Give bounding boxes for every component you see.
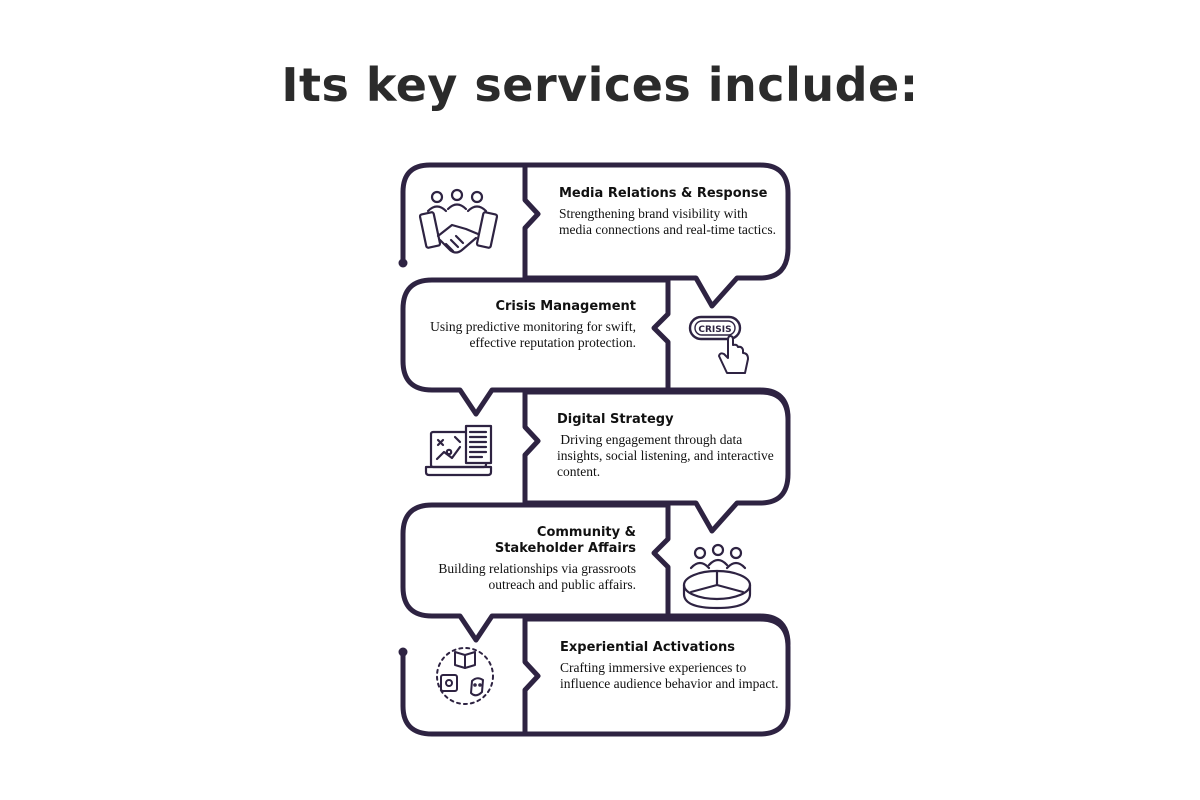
service-card-media-relations: Media Relations & Response Strengthening… <box>559 186 779 238</box>
handshake-team-icon <box>418 188 499 254</box>
service-card-community-affairs: Community & Stakeholder Affairs Building… <box>410 525 636 593</box>
rail-row-5 <box>400 649 528 737</box>
flow-frame <box>400 162 791 737</box>
service-description: Building relationships via grassroots ou… <box>438 561 636 592</box>
service-frame-1 <box>522 162 791 309</box>
service-card-experiential-activations: Experiential Activations Crafting immers… <box>560 640 780 692</box>
service-frame-3 <box>522 389 791 534</box>
service-title: Media Relations & Response <box>559 186 768 201</box>
service-title-line-2: Stakeholder Affairs <box>494 541 636 556</box>
page-title: Its key services include: <box>281 58 919 112</box>
crisis-button-icon: CRISIS <box>688 315 749 374</box>
community-table-icon <box>682 543 752 610</box>
service-description: Crafting immersive experiences to influe… <box>560 660 779 691</box>
service-title: Crisis Management <box>495 299 636 314</box>
laptop-analytics-icon <box>424 424 493 477</box>
service-card-crisis-management: Crisis Management Using predictive monit… <box>430 299 636 351</box>
service-title: Experiential Activations <box>560 640 736 655</box>
service-frame-4 <box>400 502 671 643</box>
crisis-button-label: CRISIS <box>698 325 731 335</box>
rail-end-dots <box>398 258 408 657</box>
service-frame-5 <box>522 616 791 737</box>
service-title-line-1: Community & <box>536 525 636 540</box>
service-frame-2 <box>400 277 671 417</box>
service-title: Digital Strategy <box>557 412 674 427</box>
experience-cycle-icon <box>436 647 494 705</box>
service-description: Using predictive monitoring for swift, e… <box>430 319 636 350</box>
rail-row-1 <box>400 162 528 265</box>
service-card-digital-strategy: Digital Strategy Driving engagement thro… <box>557 412 779 480</box>
service-description: Driving engagement through data insights… <box>557 432 778 479</box>
service-description: Strengthening brand visibility with medi… <box>559 206 777 237</box>
